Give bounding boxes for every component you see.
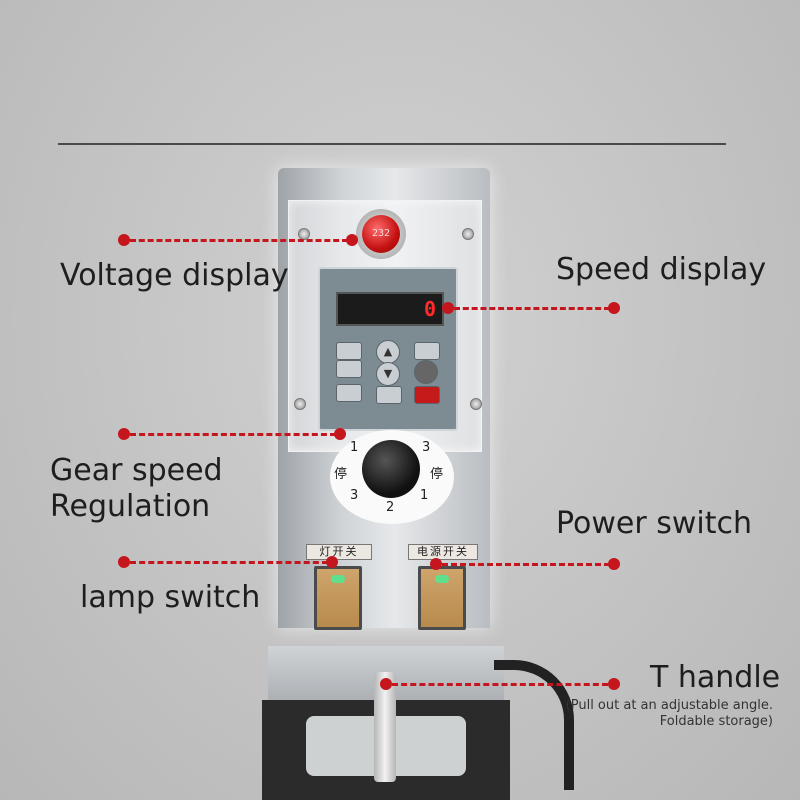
speed-display-label: Speed display [556, 252, 767, 287]
t-handle-bar[interactable] [374, 672, 396, 782]
potentiometer-knob[interactable] [414, 360, 438, 384]
voltage-meter: 232 [362, 215, 400, 253]
speed-lcd: 0 [336, 292, 444, 326]
power-switch-label: Power switch [556, 506, 753, 541]
callout-line [130, 433, 336, 436]
dial-position: 1 [350, 440, 359, 455]
arrow-down-icon[interactable]: ▼ [376, 362, 400, 386]
dial-position: 停 [334, 467, 348, 482]
gear-speed-label-line2: Regulation [50, 489, 211, 524]
callout-line [454, 307, 610, 310]
callout-line [130, 561, 328, 564]
callout-dot [608, 558, 620, 570]
panel-button[interactable] [336, 360, 362, 378]
callout-dot [346, 234, 358, 246]
arrow-up-icon[interactable]: ▲ [376, 340, 400, 364]
panel-button[interactable] [336, 384, 362, 402]
callout-dot [118, 428, 130, 440]
speed-readout: 0 [423, 297, 436, 321]
callout-dot [334, 428, 346, 440]
lamp-switch-plate: 灯开关 [306, 544, 372, 560]
power-switch-plate: 电源开关 [408, 544, 478, 560]
lamp-switch-label: lamp switch [80, 580, 261, 615]
indicator-led-icon [331, 575, 345, 583]
callout-line [130, 239, 348, 242]
callout-line [392, 683, 608, 686]
dial-position: 2 [386, 500, 395, 515]
callout-dot [326, 556, 338, 568]
indicator-led-icon [435, 575, 449, 583]
callout-dot [430, 558, 442, 570]
voltage-display-label: Voltage display [60, 258, 289, 293]
callout-dot [608, 678, 620, 690]
callout-dot [380, 678, 392, 690]
t-handle-label: T handle [650, 660, 781, 695]
callout-dot [608, 302, 620, 314]
panel-button[interactable] [336, 342, 362, 360]
panel-button[interactable] [376, 386, 402, 404]
t-handle-note: (Pull out at an adjustable angle. [565, 698, 773, 713]
dial-position: 3 [422, 440, 431, 455]
t-handle-note-line2: Foldable storage) [659, 714, 773, 729]
power-rocker-switch[interactable] [418, 566, 466, 630]
callout-dot [118, 556, 130, 568]
lamp-rocker-switch[interactable] [314, 566, 362, 630]
callout-dot [118, 234, 130, 246]
stop-button[interactable] [414, 386, 440, 404]
dial-position: 停 [430, 467, 444, 482]
spiral-cable [494, 660, 574, 790]
panel-button[interactable] [414, 342, 440, 360]
callout-dot [442, 302, 454, 314]
top-divider-line [58, 143, 726, 145]
dial-position: 3 [350, 488, 359, 503]
callout-line [442, 563, 610, 566]
screw-icon [470, 398, 482, 410]
gear-speed-label: Gear speed [50, 453, 223, 488]
screw-icon [294, 398, 306, 410]
dial-position: 1 [420, 488, 429, 503]
gear-speed-knob[interactable] [362, 440, 420, 498]
screw-icon [462, 228, 474, 240]
